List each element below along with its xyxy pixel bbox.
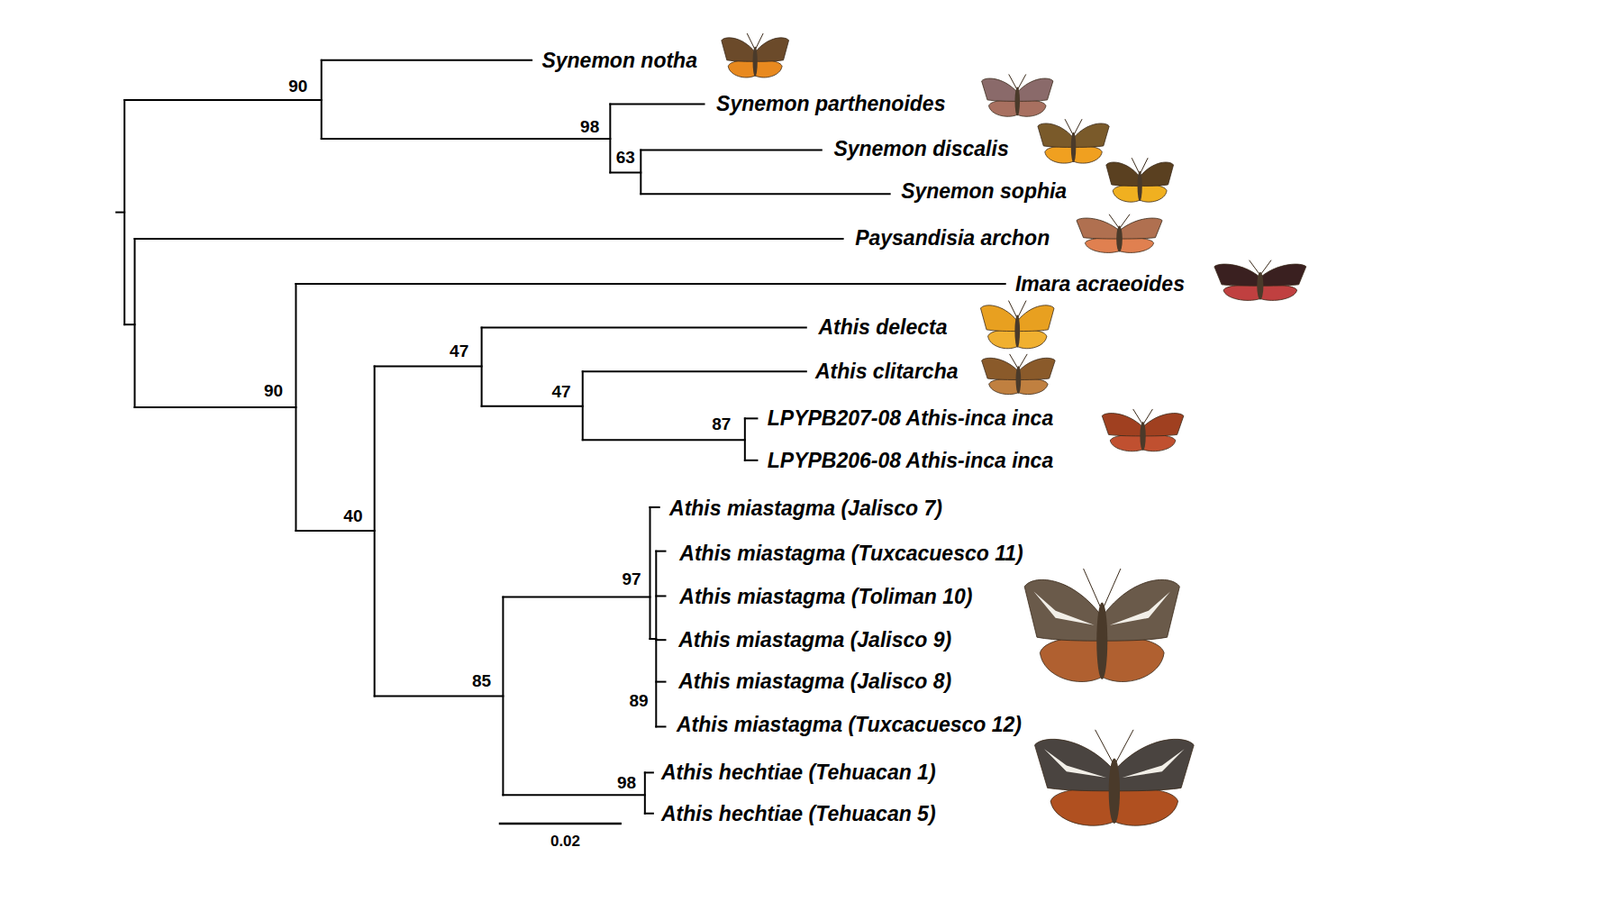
tree-branch [581, 371, 584, 440]
tree-branch [374, 694, 504, 697]
tree-branch [644, 772, 646, 813]
taxon-label: LPYPB206-08 Athis-inca inca [767, 448, 1054, 473]
tree-branch [134, 238, 137, 408]
tree-branch [655, 725, 665, 728]
tree-branch [609, 171, 641, 173]
taxon-label: Athis delecta [818, 315, 947, 339]
taxon-label: Athis hechtiae (Tehuacan 5) [661, 801, 937, 826]
bootstrap-value: 89 [628, 690, 648, 711]
tree-branch [373, 366, 376, 697]
tree-branch [745, 417, 758, 419]
tree-branch [295, 529, 374, 532]
moth-pictures [721, 33, 1307, 826]
taxon-label: Athis miastagma (Toliman 10) [679, 584, 973, 609]
tree-branch [374, 365, 482, 368]
tree-branch [320, 60, 323, 139]
bootstrap-value: 97 [622, 569, 642, 590]
tree-branch [116, 211, 125, 214]
bootstrap-value: 63 [616, 147, 636, 168]
bootstrap-value: 47 [449, 341, 469, 362]
moth-picture [981, 73, 1054, 117]
tree-branch [609, 104, 611, 173]
tree-branch [609, 103, 704, 106]
taxon-label: Athis miastagma (Tuxcacuesco 11) [679, 541, 1023, 565]
taxon-label: Paysandisia archon [854, 226, 1050, 250]
bootstrap-value: 87 [711, 414, 731, 435]
moth-picture [1024, 568, 1180, 682]
taxon-label: Athis clitarcha [815, 359, 959, 383]
taxon-label: Athis miastagma (Jalisco 7) [669, 496, 943, 520]
tree-branch [745, 459, 758, 462]
tree-branch [655, 681, 665, 683]
bootstrap-value: 47 [551, 381, 571, 402]
bootstrap-value: 98 [617, 772, 637, 793]
tree-branch [124, 323, 135, 326]
tree-branch [655, 594, 665, 597]
tree-branch [501, 597, 504, 796]
taxon-label: Athis miastagma (Jalisco 9) [678, 627, 952, 652]
bootstrap-value: 90 [288, 76, 308, 97]
tree-branch [655, 550, 665, 553]
moth-picture [1035, 729, 1195, 826]
tree-branch [481, 405, 583, 408]
tree-branch [645, 812, 654, 815]
tree-branch [481, 327, 483, 407]
taxon-label: Imara acraeoides [1015, 272, 1185, 296]
tree-branch [654, 551, 657, 728]
tree-branch [640, 149, 821, 152]
tree-branch [744, 418, 746, 460]
tree-branch [321, 137, 611, 140]
moth-picture [1214, 260, 1307, 301]
tree-branch [135, 406, 297, 409]
taxon-label: Athis hechtiae (Tehuacan 1) [661, 760, 937, 784]
taxon-label: Synemon sophia [900, 179, 1067, 203]
tree-branch [640, 192, 890, 195]
scale-label: 0.02 [550, 832, 581, 851]
taxon-label: LPYPB207-08 Athis-inca inca [767, 406, 1054, 430]
tree-branch [135, 237, 844, 240]
tree-branch [502, 596, 650, 599]
taxon-label: Athis miastagma (Tuxcacuesco 12) [676, 712, 1022, 737]
moth-picture [1101, 409, 1184, 452]
tree-branch [582, 438, 746, 441]
bootstrap-value: 98 [580, 117, 600, 137]
tree-branches [116, 60, 1006, 824]
moth-picture [1076, 214, 1163, 254]
tree-branch [295, 282, 1005, 285]
tree-branch [123, 100, 126, 325]
moth-picture [1106, 157, 1174, 202]
bootstrap-value: 90 [263, 381, 283, 401]
tree-branch [650, 637, 657, 640]
tree-branch [321, 59, 532, 62]
tree-branch [655, 638, 665, 641]
taxon-label: Synemon notha [541, 48, 698, 73]
tree-branch [481, 327, 807, 329]
moth-picture [981, 354, 1056, 395]
tree-branch [649, 507, 652, 639]
bootstrap-value: 85 [472, 671, 491, 691]
taxon-label: Synemon parthenoides [716, 91, 946, 116]
tree-branch [502, 793, 645, 796]
tree-branch [124, 99, 322, 101]
tree-branch [582, 370, 807, 373]
taxon-label: Synemon discalis [833, 136, 1009, 161]
bootstrap-value: 40 [343, 506, 363, 527]
scale-bar [500, 822, 621, 826]
tree-branch [645, 771, 654, 773]
tree-branch [639, 150, 642, 195]
tree-branch [294, 283, 297, 531]
moth-picture [721, 33, 790, 78]
moth-picture [980, 300, 1055, 349]
taxon-label: Athis miastagma (Jalisco 8) [678, 669, 952, 693]
moth-picture [1037, 118, 1110, 164]
tree-branch [650, 506, 660, 509]
